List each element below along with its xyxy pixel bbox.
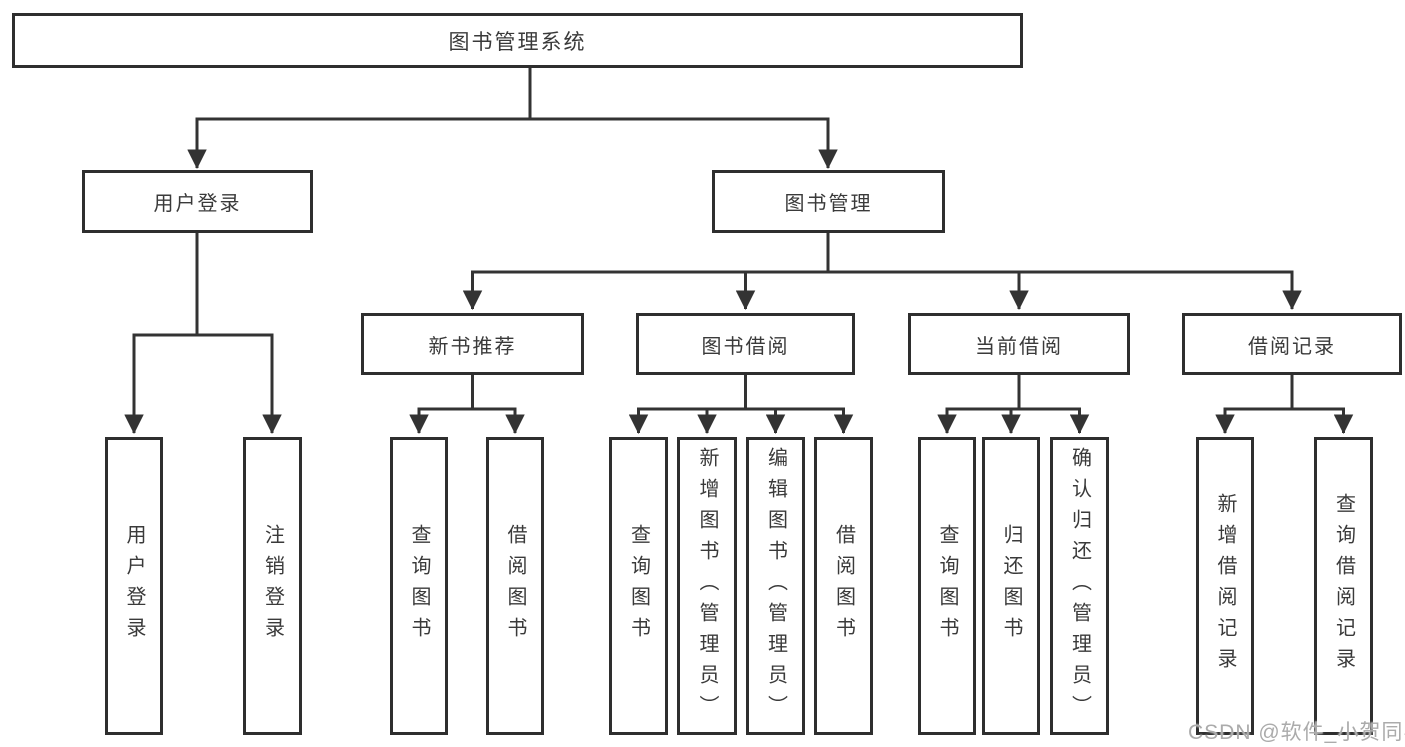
node-leaf-query-books-borrow: 查询图书 bbox=[609, 437, 668, 735]
edge-borrow-to-leaves bbox=[628, 375, 854, 434]
node-leaf-user-login-label: 用户登录 bbox=[123, 524, 145, 648]
node-current-borrow-label: 当前借阅 bbox=[975, 335, 1063, 358]
node-leaf-add-borrow-record: 新增借阅记录 bbox=[1196, 437, 1254, 735]
node-book-management-label: 图书管理 bbox=[784, 193, 873, 215]
node-leaf-confirm-return-admin-label: 确认归还（管理员） bbox=[1068, 446, 1091, 726]
node-leaf-logout-label: 注销登录 bbox=[261, 524, 284, 648]
node-leaf-user-login: 用户登录 bbox=[105, 437, 163, 735]
node-leaf-borrow-books-label: 借阅图书 bbox=[832, 524, 855, 648]
node-leaf-query-books-recommend-label: 查询图书 bbox=[408, 524, 430, 648]
node-leaf-edit-book-admin: 编辑图书（管理员） bbox=[746, 437, 805, 735]
node-user-login-label: 用户登录 bbox=[153, 193, 242, 215]
node-new-book-recommend-label: 新书推荐 bbox=[428, 335, 517, 358]
edge-login-to-leaves bbox=[124, 233, 282, 434]
csdn-watermark: CSDN @软件_小贺同学 bbox=[1188, 721, 1405, 744]
edge-recommend-to-leaves bbox=[409, 375, 525, 434]
node-leaf-borrow-books-recommend: 借阅图书 bbox=[486, 437, 544, 735]
node-library-system: 图书管理系统 bbox=[12, 13, 1023, 68]
edge-mgmt-to-level3 bbox=[462, 233, 1302, 310]
node-user-login: 用户登录 bbox=[82, 170, 313, 233]
node-borrow-records-label: 借阅记录 bbox=[1248, 335, 1336, 358]
node-leaf-query-books-current-label: 查询图书 bbox=[936, 524, 958, 648]
node-borrow-records: 借阅记录 bbox=[1182, 313, 1402, 375]
node-leaf-return-books-label: 归还图书 bbox=[1000, 524, 1022, 648]
node-book-borrow-label: 图书借阅 bbox=[701, 335, 790, 358]
node-new-book-recommend: 新书推荐 bbox=[361, 313, 584, 375]
node-leaf-confirm-return-admin: 确认归还（管理员） bbox=[1050, 437, 1109, 735]
edge-records-to-leaves bbox=[1215, 375, 1354, 434]
node-leaf-return-books: 归还图书 bbox=[982, 437, 1040, 735]
node-leaf-borrow-books: 借阅图书 bbox=[814, 437, 873, 735]
node-leaf-query-borrow-record-label: 查询借阅记录 bbox=[1332, 493, 1355, 679]
node-leaf-borrow-books-recommend-label: 借阅图书 bbox=[504, 524, 526, 648]
node-leaf-query-books-recommend: 查询图书 bbox=[390, 437, 448, 735]
node-book-management: 图书管理 bbox=[712, 170, 945, 233]
node-leaf-query-books-current: 查询图书 bbox=[918, 437, 976, 735]
node-current-borrow: 当前借阅 bbox=[908, 313, 1130, 375]
node-library-system-label: 图书管理系统 bbox=[448, 30, 587, 54]
node-leaf-edit-book-admin-label: 编辑图书（管理员） bbox=[764, 446, 787, 726]
edge-current-to-leaves bbox=[937, 375, 1090, 434]
node-leaf-add-book-admin: 新增图书（管理员） bbox=[677, 437, 737, 735]
node-leaf-logout: 注销登录 bbox=[243, 437, 302, 735]
node-leaf-query-books-borrow-label: 查询图书 bbox=[627, 524, 650, 648]
node-leaf-add-book-admin-label: 新增图书（管理员） bbox=[696, 446, 718, 726]
node-leaf-query-borrow-record: 查询借阅记录 bbox=[1314, 437, 1373, 735]
node-book-borrow: 图书借阅 bbox=[636, 313, 855, 375]
node-leaf-add-borrow-record-label: 新增借阅记录 bbox=[1214, 493, 1236, 679]
edge-root-to-level2 bbox=[187, 68, 838, 169]
